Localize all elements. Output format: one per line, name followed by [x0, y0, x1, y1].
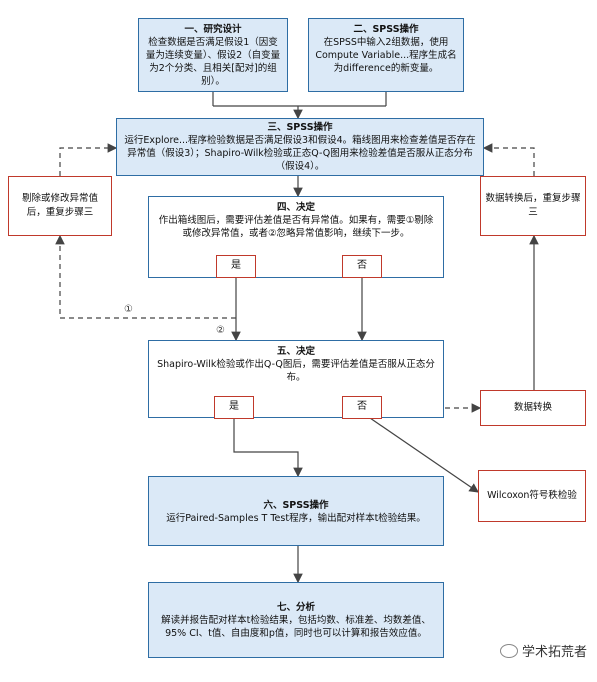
watermark-text: 学术拓荒者 — [521, 645, 587, 660]
step6-text: 运行Paired-Samples T Test程序，输出配对样本t检验结果。 — [166, 513, 426, 524]
path-marker-2: ② — [216, 325, 225, 336]
step4-title: 四、决定 — [276, 202, 315, 213]
step7-text: 解读并报告配对样本t检验结果，包括均数、标准差、均数差值、95% CI、t值、自… — [161, 615, 431, 639]
step5-title: 五、决定 — [276, 346, 315, 357]
step7-title: 七、分析 — [276, 602, 315, 613]
wechat-icon — [499, 643, 518, 658]
data-transform-box: 数据转换 — [480, 390, 586, 426]
path-marker-1: ① — [124, 304, 133, 315]
step4-yes-label: 是 — [216, 255, 256, 278]
wilcoxon-box: Wilcoxon符号秩检验 — [478, 470, 586, 522]
step4-no-label: 否 — [342, 255, 382, 278]
remove-outliers-box: 剔除或修改异常值后，重复步骤三 — [8, 176, 112, 236]
step6-title: 六、SPSS操作 — [263, 500, 329, 511]
step5-box: 五、决定 Shapiro-Wilk检验或作出Q-Q图后，需要评估差值是否服从正态… — [148, 340, 444, 418]
step5-no-label: 否 — [342, 396, 382, 419]
step3-text: 运行Explore...程序检验数据是否满足假设3和假设4。箱线图用来检查差值是… — [124, 135, 476, 172]
step4-box: 四、决定 作出箱线图后，需要评估差值是否有异常值。如果有，需要①剔除或修改异常值… — [148, 196, 444, 278]
step1-text: 检查数据是否满足假设1（因变量为连续变量）、假设2（自变量为2个分类、且相关[配… — [145, 37, 281, 87]
step5-text: Shapiro-Wilk检验或作出Q-Q图后，需要评估差值是否服从正态分布。 — [157, 359, 435, 383]
step5-yes-label: 是 — [214, 396, 254, 419]
step3-title: 三、SPSS操作 — [267, 122, 333, 133]
step4-text: 作出箱线图后，需要评估差值是否有异常值。如果有，需要①剔除或修改异常值，或者②忽… — [158, 215, 434, 239]
transform-repeat-box: 数据转换后，重复步骤三 — [480, 176, 586, 236]
step7-box: 七、分析 解读并报告配对样本t检验结果，包括均数、标准差、均数差值、95% CI… — [148, 582, 444, 658]
step1-box: 一、研究设计 检查数据是否满足假设1（因变量为连续变量）、假设2（自变量为2个分… — [138, 18, 288, 92]
step2-box: 二、SPSS操作 在SPSS中输入2组数据，使用Compute Variable… — [308, 18, 464, 92]
step3-box: 三、SPSS操作 运行Explore...程序检验数据是否满足假设3和假设4。箱… — [116, 118, 484, 176]
step6-box: 六、SPSS操作 运行Paired-Samples T Test程序，输出配对样… — [148, 476, 444, 546]
step2-title: 二、SPSS操作 — [353, 24, 419, 35]
watermark: 学术拓荒者 — [499, 641, 587, 660]
step2-text: 在SPSS中输入2组数据，使用Compute Variable...程序生成名为… — [315, 37, 457, 74]
step1-title: 一、研究设计 — [184, 24, 242, 35]
